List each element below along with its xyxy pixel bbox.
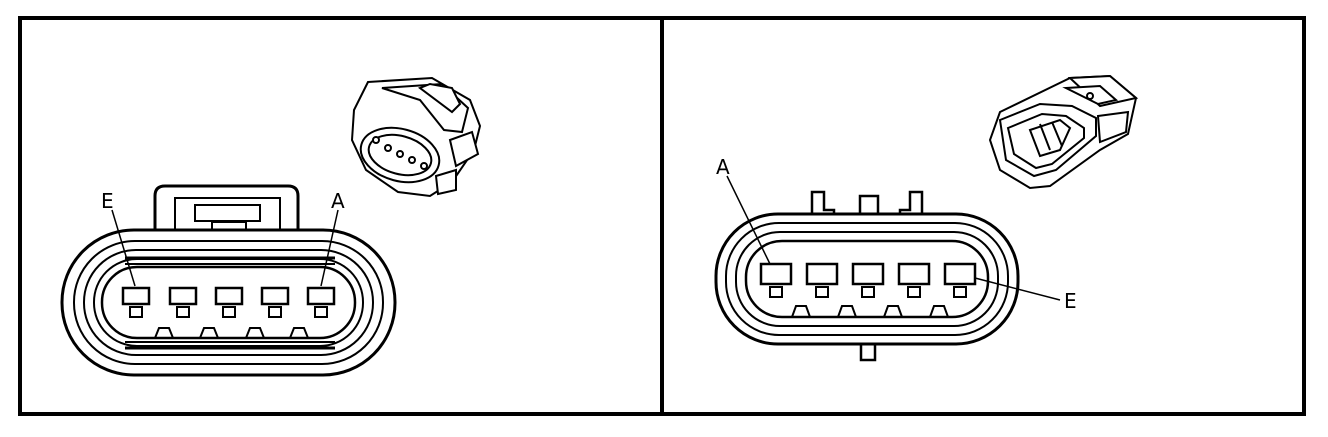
right-latch-post-left bbox=[810, 190, 836, 222]
left-cavity-2 bbox=[168, 286, 198, 318]
right-pin-label-a: A bbox=[716, 155, 730, 179]
right-panel bbox=[714, 175, 1061, 362]
right-leader-e bbox=[974, 277, 1061, 301]
right-connector-thumbnail bbox=[988, 74, 1139, 190]
right-key-1 bbox=[791, 305, 811, 318]
left-body-inner bbox=[100, 265, 357, 340]
right-cavity-1 bbox=[759, 262, 793, 298]
left-cavity-4 bbox=[260, 286, 290, 318]
left-leader-a bbox=[320, 209, 339, 287]
left-key-2 bbox=[199, 327, 219, 339]
right-key-2 bbox=[837, 305, 857, 318]
left-body-ring-1 bbox=[73, 240, 384, 365]
left-key-1 bbox=[154, 327, 174, 339]
right-cavity-3 bbox=[851, 262, 885, 298]
left-cavity-1 bbox=[121, 286, 151, 318]
left-cavity-3 bbox=[214, 286, 244, 318]
left-body-ring-2 bbox=[83, 249, 374, 356]
left-pin-label-e: E bbox=[101, 189, 114, 213]
right-cavity-4 bbox=[897, 262, 931, 298]
right-pin-label-e: E bbox=[1064, 289, 1077, 313]
left-key-3 bbox=[245, 327, 265, 339]
right-cavity-5 bbox=[943, 262, 977, 298]
right-body-ring-2 bbox=[735, 231, 999, 327]
right-cavity-2 bbox=[805, 262, 839, 298]
right-key-4 bbox=[929, 305, 949, 318]
right-body-ring-1 bbox=[725, 222, 1009, 336]
left-panel bbox=[60, 184, 397, 377]
right-leader-a bbox=[726, 175, 771, 265]
right-latch-post-right bbox=[898, 190, 924, 222]
left-body-outer bbox=[60, 228, 397, 377]
right-bottom-stub bbox=[859, 342, 877, 362]
left-leader-e bbox=[111, 209, 136, 287]
left-cavity-5 bbox=[306, 286, 336, 318]
left-pin-label-a: A bbox=[331, 189, 345, 213]
left-latch-housing bbox=[153, 184, 300, 240]
right-body-inner bbox=[744, 239, 990, 319]
left-connector-thumbnail bbox=[350, 76, 482, 198]
left-key-4 bbox=[289, 327, 309, 339]
right-key-3 bbox=[883, 305, 903, 318]
